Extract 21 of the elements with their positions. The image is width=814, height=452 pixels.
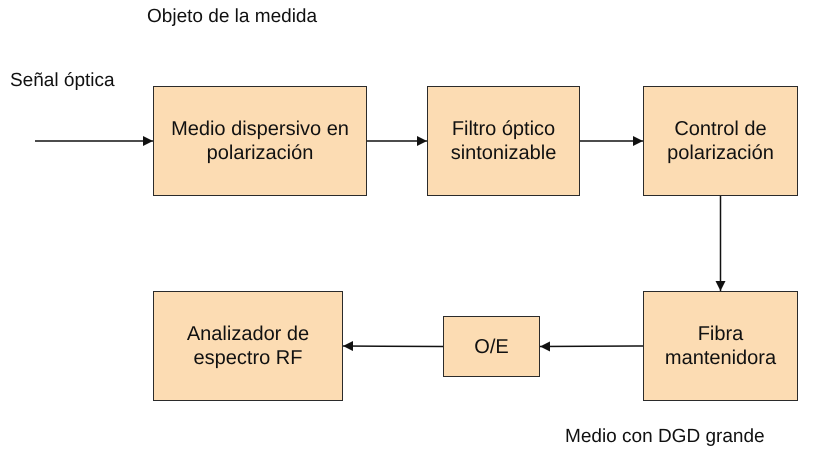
box-label: Control de polarización: [666, 117, 775, 165]
box-label: O/E: [474, 334, 509, 358]
process-box: [443, 316, 540, 377]
arrow: [580, 136, 643, 146]
node-label: Objeto de la medida: [147, 6, 318, 28]
process-box: [153, 291, 343, 401]
box-label: Filtro óptico sintonizable: [450, 117, 558, 165]
arrow: [367, 136, 427, 146]
node-label: Medio con DGD grande: [565, 426, 765, 448]
process-box: [643, 86, 798, 196]
edge-label: Señal óptica: [10, 70, 115, 92]
box-label: Fibra mantenidora: [664, 322, 778, 370]
arrow: [343, 341, 443, 352]
process-box: [153, 86, 367, 196]
box-label: Analizador de espectro RF: [186, 322, 310, 370]
arrow: [540, 341, 643, 352]
arrow: [716, 196, 726, 291]
box-label: Medio dispersivo en polarización: [170, 117, 350, 165]
process-box: [643, 291, 798, 401]
arrow: [35, 136, 153, 146]
process-box: [427, 86, 580, 196]
